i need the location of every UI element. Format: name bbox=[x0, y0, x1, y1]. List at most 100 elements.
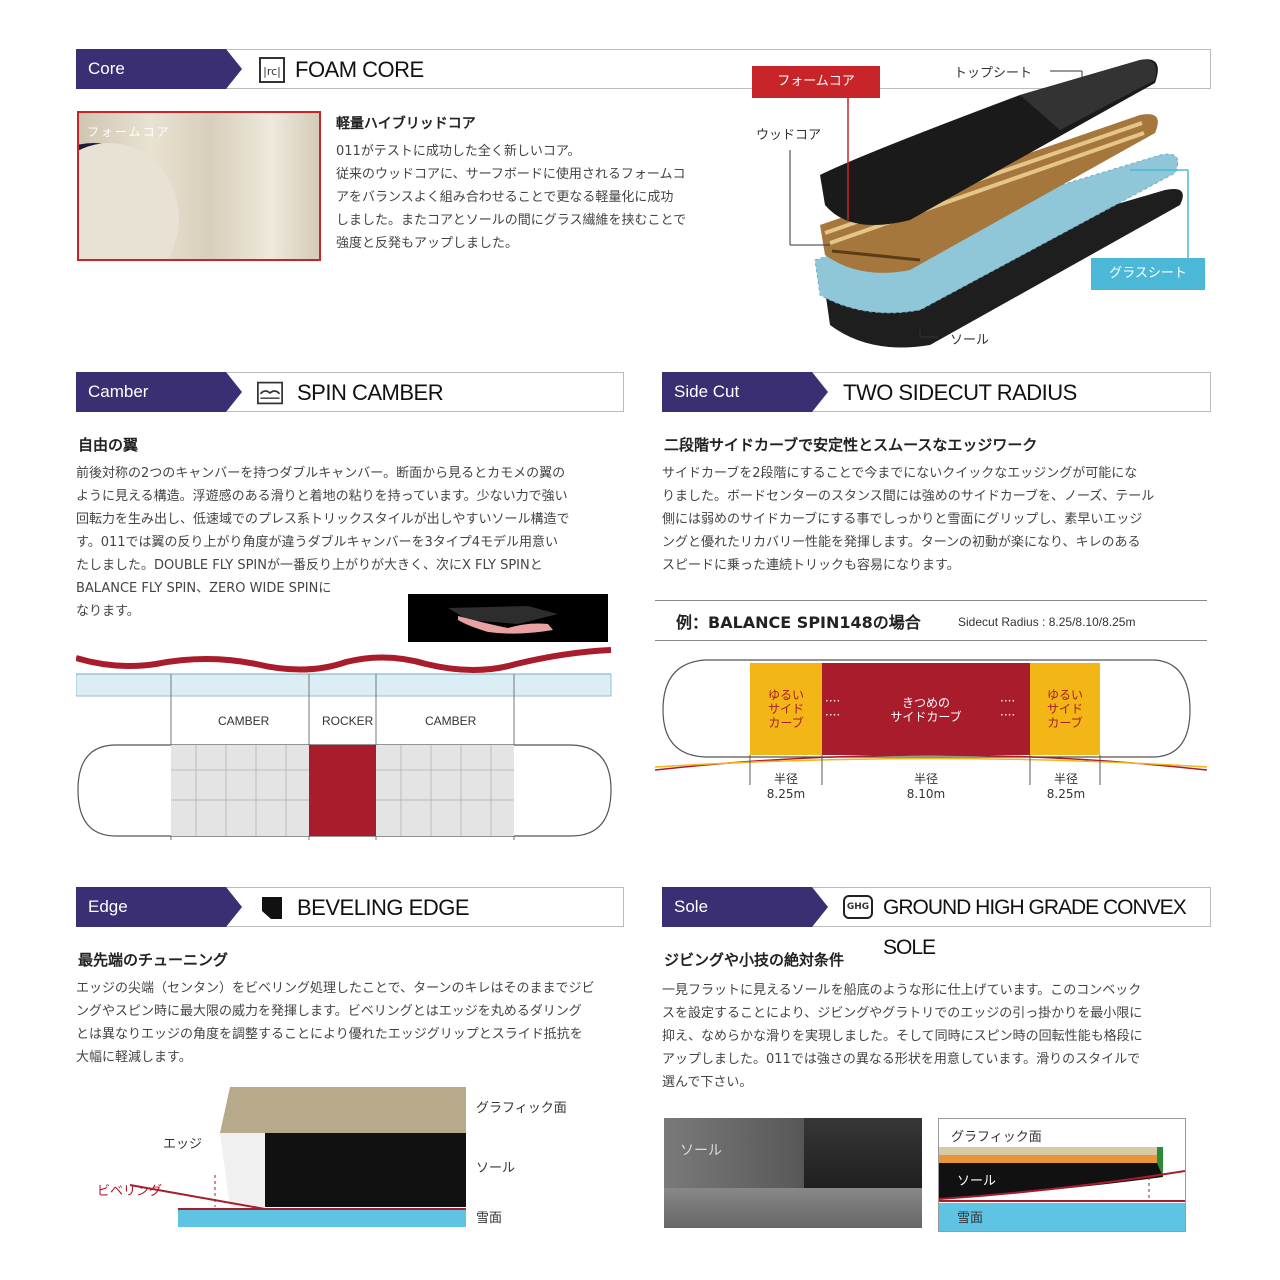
example-divider-bottom bbox=[655, 640, 1207, 641]
edge-heading: 最先端のチューニング bbox=[78, 951, 229, 969]
convex-diagram: グラフィック面 ソール 雪面 bbox=[938, 1118, 1186, 1232]
example-divider-top bbox=[655, 600, 1207, 601]
glass-layer bbox=[815, 154, 1178, 313]
core-header: Core |rc| FOAM CORE bbox=[76, 49, 1211, 89]
camber-diagram bbox=[76, 647, 612, 840]
foam-core-icon: |rc| bbox=[259, 57, 285, 83]
snow-surface bbox=[939, 1203, 1185, 1231]
sole-header: Sole GHG GROUND HIGH GRADE CONVEX SOLE bbox=[662, 887, 1211, 959]
graphic-layer bbox=[939, 1147, 1157, 1155]
rocker-zone bbox=[309, 745, 376, 836]
svg-text:|rc|: |rc| bbox=[263, 65, 281, 78]
sidecut-line: スピードに乗った連続トリックも容易になります。 bbox=[662, 558, 960, 573]
wood-core-label: ウッドコア bbox=[756, 128, 822, 143]
camber-line: 回転力を生み出し、低速域でのプレス系トリックスタイルが出しやすいソール構造で bbox=[76, 512, 570, 527]
sidecut-tab: Side Cut bbox=[662, 372, 828, 412]
core-line: アをバランスよく組み合わせることで更なる軽量化に成功 bbox=[336, 190, 674, 205]
graphic-label: グラフィック面 bbox=[476, 1101, 567, 1116]
edge-description: エッジの尖端（センタン）をビベリング処理したことで、ターンのキレはそのままでジビ… bbox=[76, 977, 594, 1069]
sidecut-line: 側には弱めのサイドカーブにする事でしっかりと雪面にグリップし、素早いエッジ bbox=[662, 512, 1143, 527]
core-title: FOAM CORE bbox=[295, 57, 424, 82]
soft-zone-nose bbox=[750, 663, 822, 755]
svg-text:····: ···· bbox=[825, 694, 840, 708]
svg-text:····: ···· bbox=[1000, 708, 1015, 722]
camber-line: ように見える構造。浮遊感のある滑りと着地の粘りを持っています。少ない力で強い bbox=[76, 489, 568, 504]
sidecut-heading: 二段階サイドカーブで安定性とスムースなエッジワーク bbox=[664, 436, 1038, 454]
sidecut-title: TWO SIDECUT RADIUS bbox=[843, 380, 1077, 405]
sidecut-header: Side Cut TWO SIDECUT RADIUS bbox=[662, 372, 1211, 412]
edge-header: Edge BEVELING EDGE bbox=[76, 887, 624, 927]
camber-line: 前後対称の2つのキャンバーを持つダブルキャンバー。断面から見るとカモメの翼の bbox=[76, 466, 566, 481]
camber-line: す。011では翼の反り上がり角度が違うダブルキャンバーを3タイプ4モデル用意い bbox=[76, 535, 559, 550]
sole-title: GROUND HIGH GRADE CONVEX SOLE bbox=[883, 896, 1187, 959]
sole-layer bbox=[939, 1163, 1163, 1199]
camber-tab: Camber bbox=[76, 372, 242, 412]
camber-line: なります。 bbox=[76, 604, 140, 619]
example-note: Sidecut Radius : 8.25/8.10/8.25m bbox=[958, 615, 1136, 629]
camber-header: Camber SPIN CAMBER bbox=[76, 372, 624, 412]
sole-tab: Sole bbox=[662, 887, 828, 927]
edge-line: ングやスピン時に最大限の威力を発揮します。ビベリングとはエッジを丸めるダリング bbox=[76, 1004, 582, 1019]
camber-heading: 自由の翼 bbox=[78, 436, 139, 454]
core-tab: Core bbox=[76, 49, 242, 89]
sole-line: 抑え、なめらかな滑りを実現しました。そして同時にスピン時の回転性能も格段に bbox=[662, 1029, 1143, 1044]
graphic-layer bbox=[220, 1087, 466, 1133]
snow-label: 雪面 bbox=[476, 1211, 503, 1226]
sole-line: スを設定することにより、ジビングやグラトリでのエッジの引っ掛かりを最小限に bbox=[662, 1006, 1143, 1021]
core-line: 強度と反発もアップしました。 bbox=[336, 236, 519, 251]
core-line: 従来のウッドコアに、サーフボードに使用されるフォームコ bbox=[336, 167, 686, 182]
ghg-icon: GHG bbox=[843, 895, 873, 919]
sole-label: ソール bbox=[476, 1161, 516, 1176]
wood-core-layer bbox=[820, 114, 1158, 273]
example-title: 例：BALANCE SPIN148の場合 bbox=[676, 613, 921, 632]
tight-zone bbox=[822, 663, 1030, 755]
core-heading: 軽量ハイブリッドコア bbox=[336, 116, 476, 132]
radius-label: 半径 8.10m bbox=[906, 772, 946, 801]
camber-zone-label: CAMBER bbox=[218, 714, 270, 728]
sole-heading: ジビングや小技の絶対条件 bbox=[664, 951, 845, 969]
sidecut-line: りました。ボードセンターのスタンス間には強めのサイドカーブを、ノーズ、テール bbox=[662, 489, 1155, 504]
edge-line: 大幅に軽減します。 bbox=[76, 1050, 192, 1065]
radius-label: 半径 8.25m bbox=[766, 772, 806, 801]
svg-text:····: ···· bbox=[1000, 694, 1015, 708]
foam-core-photo: フォームコア bbox=[77, 111, 321, 261]
tight-zone-label: きつめの サイドカーブ bbox=[890, 696, 962, 724]
core-line: 011がテストに成功した全く新しいコア。 bbox=[336, 144, 581, 159]
sidecut-line: サイドカーブを2段階にすることで今までにないクイックなエッジングが可能にな bbox=[662, 466, 1138, 481]
edge-label: エッジ bbox=[163, 1137, 203, 1152]
rocker-zone-label: ROCKER bbox=[322, 714, 374, 728]
foam-core-label: フォームコア bbox=[752, 66, 880, 98]
soft-zone-label: ゆるい サイド カーブ bbox=[1046, 688, 1083, 730]
sole-line: 選んで下さい。 bbox=[662, 1075, 753, 1090]
soft-zone-label: ゆるい サイド カーブ bbox=[767, 688, 804, 730]
sidecut-diagram: ···· ···· ···· ···· bbox=[655, 659, 1207, 785]
sole-line: 一見フラットに見えるソールを船底のような形に仕上げています。このコンベック bbox=[662, 983, 1142, 998]
sidecut-line: ングと優れたリカバリー性能を発揮します。ターンの初動が楽になり、キレのある bbox=[662, 535, 1141, 550]
sole-label: ソール bbox=[957, 1174, 997, 1189]
edge-line: エッジの尖端（センタン）をビベリング処理したことで、ターンのキレはそのままでジビ bbox=[76, 981, 595, 996]
top-sheet-label: トップシート bbox=[954, 66, 1033, 81]
camber-description: 前後対称の2つのキャンバーを持つダブルキャンバー。断面から見るとカモメの翼の よ… bbox=[76, 462, 569, 623]
core-description: 011がテストに成功した全く新しいコア。 従来のウッドコアに、サーフボードに使用… bbox=[336, 140, 686, 255]
glass-sheet-label: グラスシート bbox=[1091, 258, 1205, 290]
edge-block bbox=[220, 1133, 265, 1207]
edge-title: BEVELING EDGE bbox=[297, 895, 470, 920]
core-line: しました。またコアとソールの間にグラス繊維を挟むことで bbox=[336, 213, 687, 228]
edge-line: とは異なりエッジの角度を調整することにより優れたエッジグリップとスライド抵抗を bbox=[76, 1027, 583, 1042]
sole-photo: ソール bbox=[664, 1118, 922, 1228]
camber-zone-label: CAMBER bbox=[425, 714, 477, 728]
sole-line: アップしました。011では強さの異なる形状を用意しています。滑りのスタイルで bbox=[662, 1052, 1141, 1067]
soft-zone-tail bbox=[1030, 663, 1100, 755]
radius-label: 半径 8.25m bbox=[1046, 772, 1086, 801]
beveling-diagram bbox=[129, 1087, 466, 1227]
foam-core-photo-label: フォームコア bbox=[87, 125, 171, 139]
camber-title: SPIN CAMBER bbox=[297, 380, 444, 405]
snow-label: 雪面 bbox=[957, 1211, 984, 1226]
svg-text:····: ···· bbox=[825, 708, 840, 722]
graphic-label: グラフィック面 bbox=[951, 1130, 1042, 1145]
edge-icon bbox=[262, 897, 282, 919]
sole-block bbox=[265, 1133, 466, 1207]
board-press-photo bbox=[408, 594, 608, 642]
board-layer-diagram bbox=[789, 59, 1189, 348]
sole-label: ソール bbox=[950, 333, 990, 348]
